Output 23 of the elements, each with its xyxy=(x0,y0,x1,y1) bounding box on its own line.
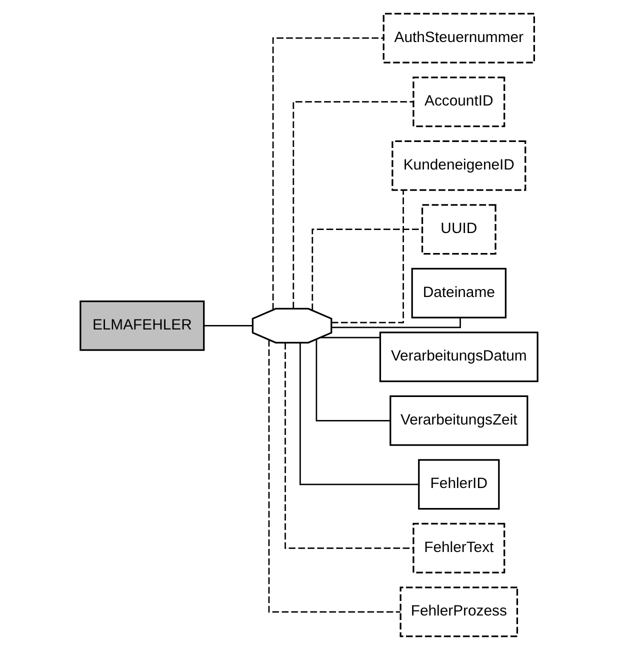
connector xyxy=(268,340,400,613)
node-box: FehlerID xyxy=(418,459,500,510)
connector xyxy=(312,228,422,310)
connector xyxy=(300,342,419,486)
node-box: KundeneigeneID xyxy=(392,140,526,191)
connector xyxy=(272,37,384,310)
connector xyxy=(320,336,380,338)
node-box: AuthSteuernummer xyxy=(382,12,535,64)
connector xyxy=(204,325,253,326)
node-box: FehlerText xyxy=(412,522,506,574)
node-box: VerarbeitungsZeit xyxy=(390,395,528,446)
connector xyxy=(292,101,414,308)
node-box: ELMAFEHLER xyxy=(80,300,205,351)
node-box: AccountID xyxy=(412,76,506,128)
node-box: VerarbeitungsDatum xyxy=(379,332,538,382)
connector xyxy=(316,339,390,422)
node-box: Dateiname xyxy=(411,268,506,318)
connector xyxy=(331,318,461,328)
connector xyxy=(332,190,404,324)
connector xyxy=(284,342,414,549)
node-box: UUID xyxy=(421,204,496,255)
node-box: FehlerProzess xyxy=(400,586,518,638)
node-octagon xyxy=(252,308,332,344)
